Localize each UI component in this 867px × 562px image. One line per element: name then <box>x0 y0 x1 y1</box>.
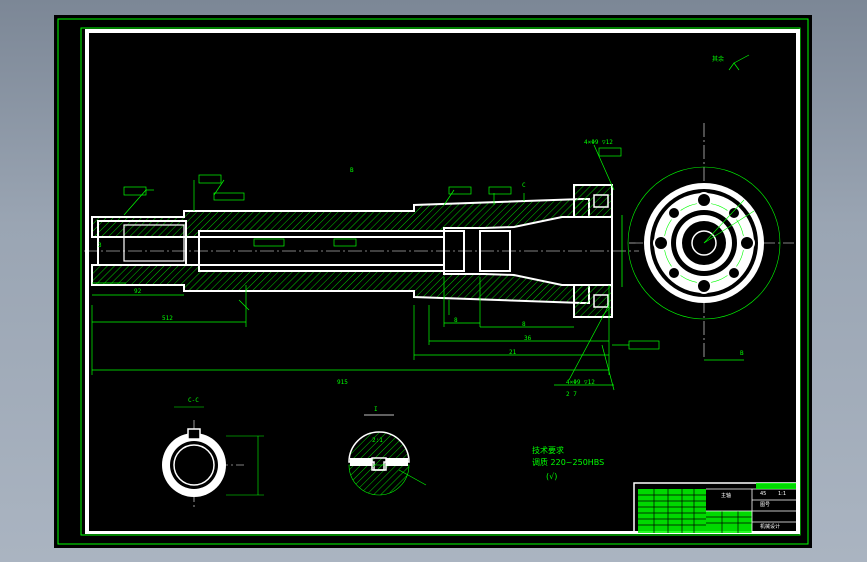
section-cc-label: C-C <box>188 397 199 404</box>
section-c-c-view <box>162 406 264 510</box>
callout-bottom: 4×Φ9 ▽12 <box>566 379 595 386</box>
flange-end-view <box>627 54 794 361</box>
shaft-section-view <box>84 184 639 318</box>
title-block <box>633 482 799 534</box>
dim-left-a: 92 <box>134 288 142 295</box>
roughness-note: 其余 <box>712 56 725 63</box>
callout-top: 4×Φ9 ▽12 <box>584 139 613 146</box>
sheet-frame <box>57 18 809 545</box>
title-drawing-no: 机械设计 <box>760 524 781 530</box>
drawing-sheet: B 915 8 8 36 21 92 512 3 C 4×Φ9 ▽12 4×Φ9… <box>54 15 812 548</box>
dim-left-c: 3 <box>98 242 102 249</box>
engineering-drawing <box>57 18 809 545</box>
dim-segment-b: 8 <box>522 321 526 328</box>
tech-req-line2: (√) <box>546 472 558 481</box>
title-material: 45 <box>760 491 767 497</box>
dim-segment-c: 36 <box>524 335 532 342</box>
dim-overall-length: 915 <box>337 379 348 386</box>
title-part-name: 主轴 <box>721 493 732 499</box>
dim-left-b: 512 <box>162 315 173 322</box>
dim-segment-d: 21 <box>509 349 517 356</box>
feature-control-frames <box>123 147 660 350</box>
dimension-lines <box>91 144 629 391</box>
bottom-ref: 2 7 <box>566 391 577 398</box>
tech-req-heading: 技术要求 <box>532 446 564 455</box>
detail-sub-label: 2:1 <box>372 437 383 444</box>
side-section-marker: B <box>740 350 744 357</box>
dim-segment-a: 8 <box>454 317 458 324</box>
detail-view <box>348 414 427 496</box>
title-sheet: 图号 <box>760 502 771 508</box>
title-scale: 1:1 <box>778 491 787 497</box>
section-marker-b: B <box>350 167 354 174</box>
datum-label: C <box>522 182 526 189</box>
detail-label: I <box>374 406 378 413</box>
tech-req-line1: 调质 220~250HBS <box>532 458 605 467</box>
